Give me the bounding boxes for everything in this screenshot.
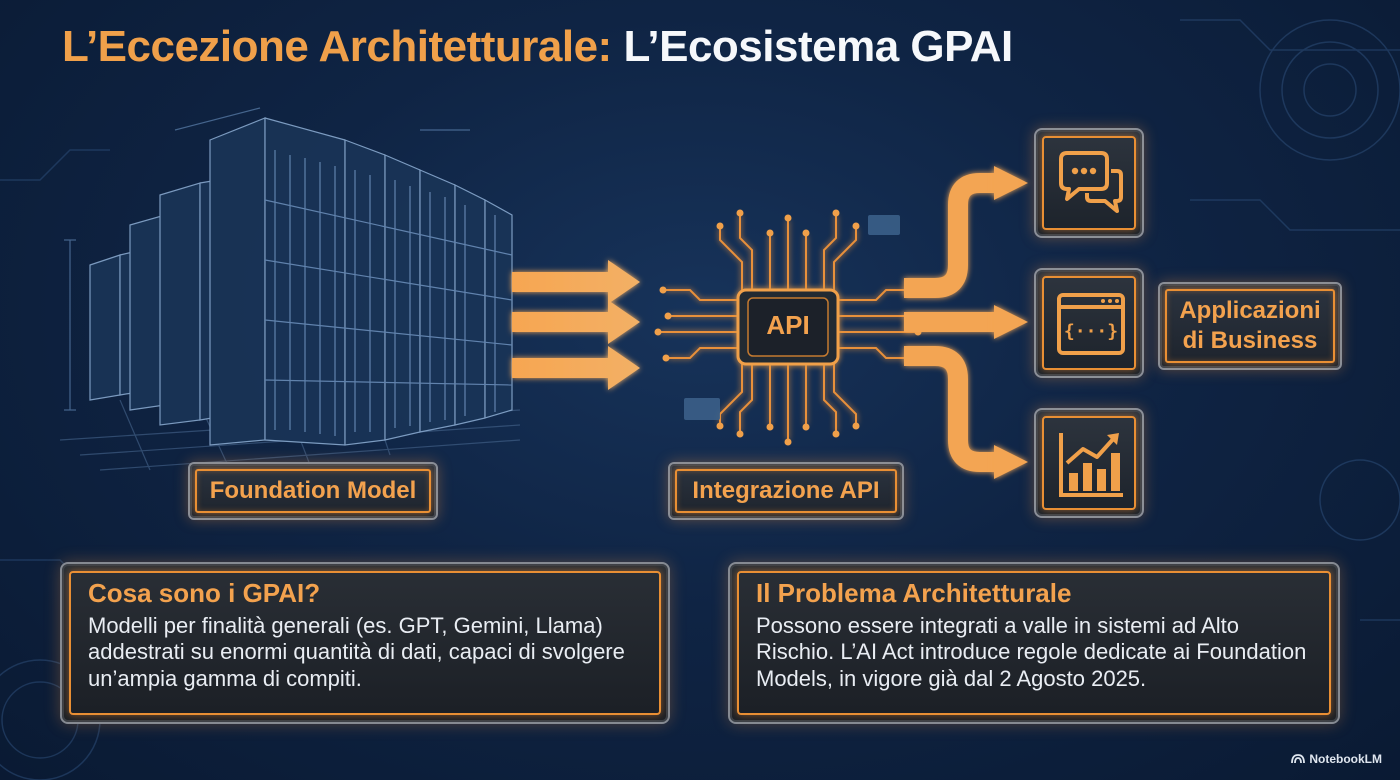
code-window-icon-box: {···} [1034, 268, 1144, 378]
chat-icon [1059, 151, 1123, 213]
gpai-card-title: Cosa sono i GPAI? [88, 578, 321, 608]
api-integration-label-plate: Integrazione API [668, 462, 904, 520]
api-chip-icon [654, 209, 922, 446]
svg-text:{···}: {···} [1064, 321, 1118, 342]
gpai-card-body: Modelli per finalità generali (es. GPT, … [88, 613, 625, 691]
notebooklm-brand: NotebookLM [1291, 752, 1382, 766]
server-rack-icon [59, 107, 521, 471]
bar-chart-icon [1059, 433, 1123, 497]
input-arrows [512, 260, 640, 390]
bar-chart-icon-box [1034, 408, 1144, 518]
brand-label: NotebookLM [1309, 752, 1382, 766]
problem-card-body: Possono essere integrati a valle in sist… [756, 613, 1307, 691]
code-window-icon: {···} [1057, 293, 1125, 355]
business-apps-label-plate: Applicazioni di Business [1158, 282, 1342, 370]
api-chip-label: API [766, 310, 810, 340]
foundation-model-label-plate: Foundation Model [188, 462, 438, 520]
architectural-problem-card: Il Problema Architetturale Possono esser… [728, 562, 1340, 724]
title-part-1: L’Eccezione Architetturale: [62, 22, 612, 71]
title-part-2: L’Ecosistema GPAI [623, 22, 1013, 71]
output-arrowheads [994, 166, 1028, 479]
page-title: L’Eccezione Architetturale: L’Ecosistema… [62, 22, 1013, 72]
notebooklm-logo-icon [1291, 754, 1306, 764]
gpai-definition-card: Cosa sono i GPAI? Modelli per finalità g… [60, 562, 670, 724]
business-apps-label: Applicazioni di Business [1179, 297, 1321, 354]
chat-icon-box [1034, 128, 1144, 238]
background-circuit-decoration [0, 19, 1400, 780]
api-integration-label: Integrazione API [692, 477, 880, 504]
foundation-model-label: Foundation Model [209, 477, 417, 504]
problem-card-title: Il Problema Architetturale [756, 578, 1072, 608]
output-arrows [904, 173, 998, 472]
